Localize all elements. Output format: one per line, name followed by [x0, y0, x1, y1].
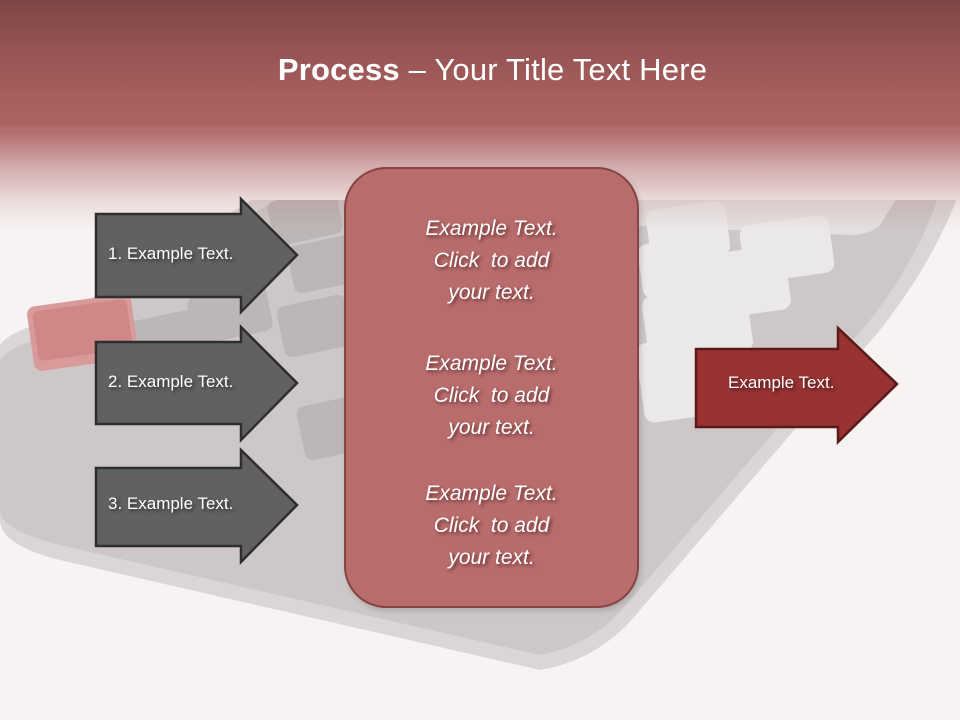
center-text-line: Example Text. — [425, 482, 558, 505]
center-text-line: your text. — [448, 546, 535, 569]
center-text-block-3[interactable]: Example Text. Click to add your text. — [346, 478, 637, 574]
slide-title[interactable]: Process – Your Title Text Here — [0, 52, 960, 88]
center-text-line: your text. — [448, 416, 535, 439]
title-rest: – Your Title Text Here — [399, 52, 708, 87]
arrow-right-icon — [94, 447, 299, 566]
input-arrow-label: 2. Example Text. — [108, 372, 234, 391]
center-process-box[interactable]: Example Text. Click to add your text. Ex… — [344, 167, 639, 608]
center-text-line: your text. — [448, 281, 535, 304]
center-text-block-1[interactable]: Example Text. Click to add your text. — [346, 213, 637, 309]
arrow-right-icon — [694, 325, 899, 445]
center-text-line: Click to add — [433, 249, 550, 272]
input-arrow-label: 3. Example Text. — [108, 494, 234, 513]
center-text-line: Click to add — [433, 514, 550, 537]
input-arrow-1[interactable]: 1. Example Text. — [94, 195, 300, 316]
center-text-line: Click to add — [433, 384, 550, 407]
center-text-line: Example Text. — [425, 352, 558, 375]
title-bold: Process — [277, 52, 400, 87]
center-text-block-2[interactable]: Example Text. Click to add your text. — [346, 348, 637, 444]
output-arrow[interactable]: Example Text. — [694, 325, 900, 445]
center-text-line: Example Text. — [425, 217, 558, 240]
arrow-right-icon — [94, 323, 299, 444]
arrow-right-icon — [94, 195, 299, 316]
input-arrow-3[interactable]: 3. Example Text. — [94, 447, 300, 566]
input-arrow-2[interactable]: 2. Example Text. — [94, 323, 300, 444]
input-arrow-label: 1. Example Text. — [108, 244, 234, 263]
output-arrow-label: Example Text. — [728, 373, 835, 392]
